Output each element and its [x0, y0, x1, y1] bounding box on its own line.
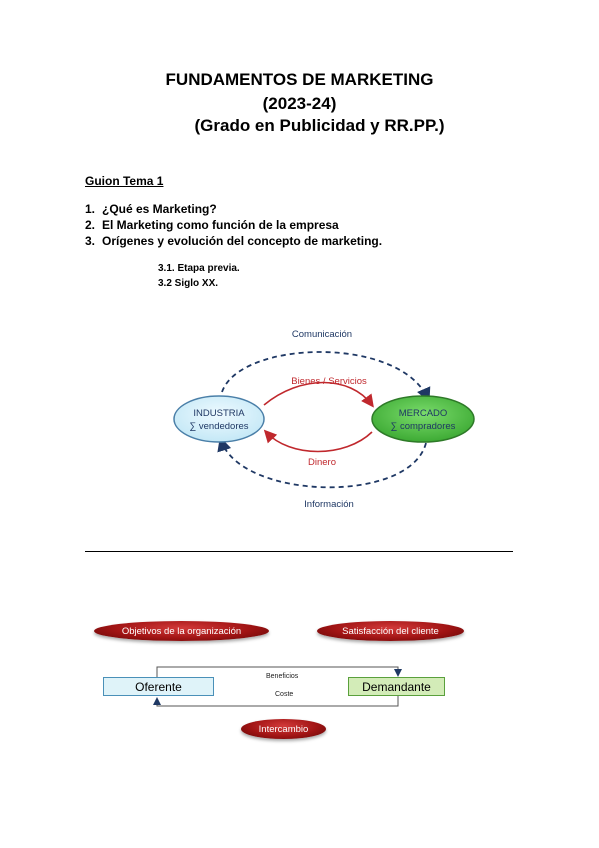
title-line-1: FUNDAMENTOS DE MARKETING	[165, 70, 434, 89]
mercado-ellipse	[371, 395, 475, 443]
toc-item-number: 2.	[85, 218, 96, 232]
industria-label: INDUSTRIA	[193, 408, 245, 419]
toc-item-text: Orígenes y evolución del concepto de mar…	[102, 234, 383, 248]
toc-item-text: El Marketing como función de la empresa	[102, 218, 339, 232]
communication-arrow	[221, 351, 431, 403]
intercambio-pill: Intercambio	[241, 719, 326, 739]
title-line-2: (2023-24)	[262, 94, 337, 113]
toc-item: 3. Orígenes y evolución del concepto de m…	[85, 233, 382, 249]
toc-item-text: ¿Qué es Marketing?	[102, 202, 217, 216]
subitem: 3.2 Siglo XX.	[158, 278, 219, 289]
subitem: 3.1. Etapa previa.	[158, 263, 240, 274]
coste-label: Coste	[275, 691, 294, 698]
guion-heading: Guion Tema 1	[85, 174, 164, 188]
mercado-sublabel: ∑ compradores	[391, 421, 456, 432]
information-label: Información	[304, 499, 354, 510]
oferente-box: Oferente	[103, 677, 214, 696]
goods-label: Bienes / Servicios	[291, 376, 367, 387]
title-line-3: (Grado en Publicidad y RR.PP.)	[194, 116, 445, 135]
subitems: 3.1. Etapa previa. 3.2 Siglo XX.	[158, 261, 240, 291]
industria-sublabel: ∑ vendedores	[189, 421, 248, 432]
communication-label: Comunicación	[292, 329, 352, 340]
demandante-to-oferente-arrow	[153, 696, 399, 707]
money-arrow	[263, 429, 373, 453]
money-label: Dinero	[308, 457, 336, 468]
mercado-label: MERCADO	[399, 408, 448, 419]
section-divider	[85, 551, 513, 552]
toc-item: 1. ¿Qué es Marketing?	[85, 201, 382, 217]
satisfaction-pill: Satisfacción del cliente	[317, 621, 464, 641]
beneficios-label: Beneficios	[266, 673, 299, 680]
information-arrow	[217, 436, 427, 489]
toc-item-number: 1.	[85, 202, 96, 216]
goods-arrow	[263, 381, 374, 408]
toc-item: 2. El Marketing como función de la empres…	[85, 217, 382, 233]
table-of-contents: 1. ¿Qué es Marketing? 2. El Marketing como…	[85, 201, 382, 249]
objectives-pill: Objetivos de la organización	[94, 621, 269, 641]
industria-ellipse	[173, 395, 265, 443]
toc-item-number: 3.	[85, 234, 96, 248]
oferente-to-demandante-arrow	[156, 666, 402, 677]
demandante-box: Demandante	[348, 677, 445, 696]
